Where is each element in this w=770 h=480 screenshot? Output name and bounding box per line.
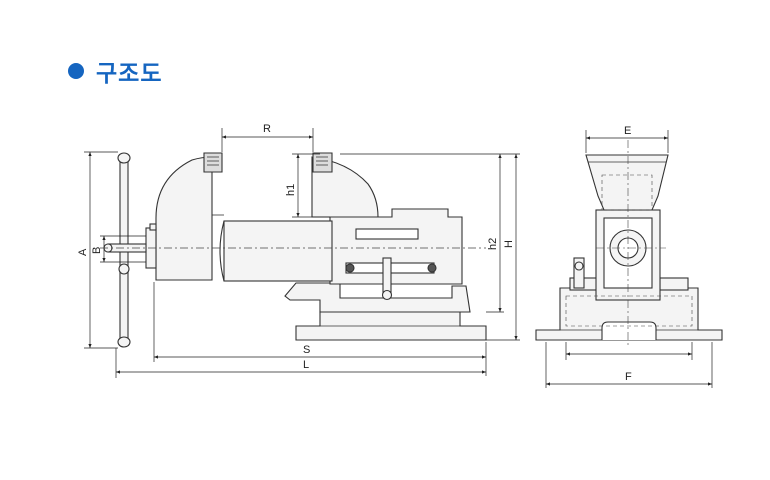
dim-label-A: A: [77, 248, 89, 256]
side-view: [103, 152, 487, 348]
front-dimensions: [545, 130, 713, 388]
dim-label-B: B: [91, 247, 103, 254]
dim-label-R: R: [263, 123, 271, 135]
dim-label-S: S: [303, 344, 310, 356]
dim-label-E: E: [624, 125, 631, 137]
dim-label-L: L: [303, 359, 309, 371]
body-window: [355, 228, 419, 240]
front-boss-right: [659, 277, 689, 291]
section-header: 구조도: [68, 54, 162, 88]
dim-label-h1: h1: [285, 184, 297, 196]
movable-jaw-insert: [203, 152, 223, 173]
dim-label-h2: h2: [487, 238, 499, 250]
side-dimensions: [84, 128, 520, 378]
pedestal: [284, 282, 471, 313]
slide-bar: [223, 220, 333, 282]
lock-pin: [573, 257, 585, 289]
front-view: [535, 154, 723, 341]
bullet-icon: [68, 63, 84, 79]
front-jaw: [585, 154, 669, 211]
movable-jaw: [155, 156, 213, 281]
section-title: 구조도: [96, 61, 163, 87]
fixed-jaw-insert: [312, 152, 333, 173]
dim-label-F: F: [625, 371, 632, 383]
dim-label-H: H: [503, 240, 515, 248]
